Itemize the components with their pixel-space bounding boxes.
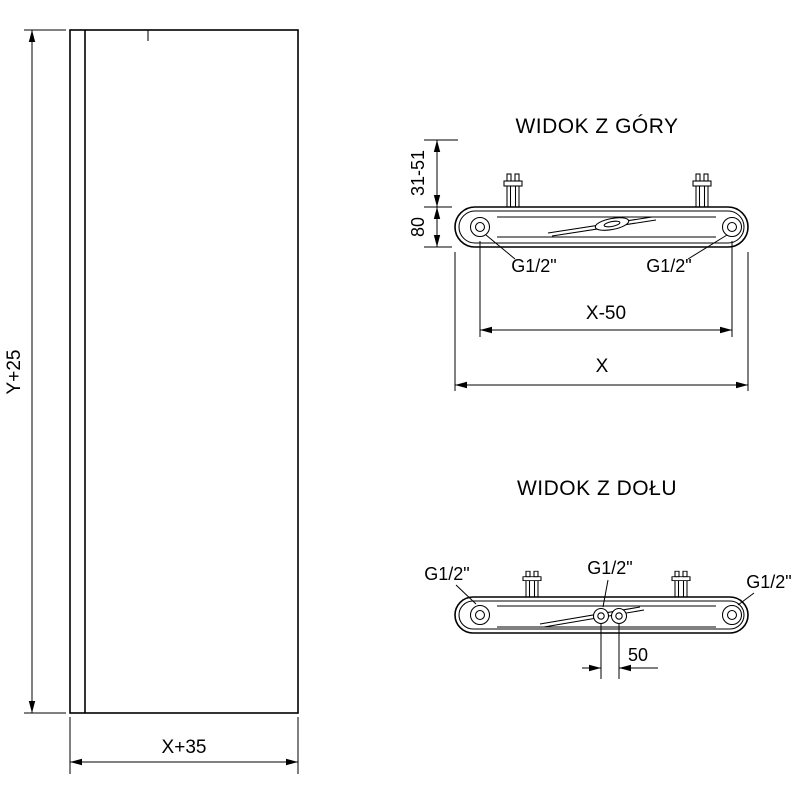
wall-distance-dimension: 31-51: [408, 139, 458, 207]
port-label-right: G1/2": [646, 234, 728, 276]
port-left-label: G1/2": [511, 256, 556, 276]
port-center-right-circle: [610, 607, 628, 625]
port-left-circle: [469, 604, 491, 626]
wall-bracket-right: [692, 173, 712, 208]
depth-dim-label: 80: [408, 217, 428, 237]
port-right-circle: [721, 604, 743, 626]
wall-distance-dim-label: 31-51: [408, 150, 428, 196]
port-right-label: G1/2": [646, 256, 691, 276]
center-spacing-dim-label: 50: [628, 645, 648, 665]
bottom-view-body: [454, 570, 749, 634]
total-width-dimension: X: [454, 252, 749, 391]
top-view-title: WIDOK Z GÓRY: [515, 115, 678, 138]
port-label-left: G1/2": [485, 234, 557, 276]
port-center-label: G1/2": [587, 558, 632, 578]
port-right-label: G1/2": [746, 572, 791, 592]
port-spacing-dimension: X-50: [479, 241, 733, 337]
port-label-center: G1/2": [587, 558, 633, 608]
port-spacing-dim-label: X-50: [586, 303, 626, 324]
front-height-dimension: Y+25: [4, 29, 66, 714]
total-width-dim-label: X: [596, 356, 609, 377]
radiator-top-inner-contour: [458, 210, 745, 244]
front-width-dim-label: X+35: [162, 737, 207, 758]
wall-bracket-left: [522, 570, 542, 598]
wall-bracket-left: [503, 173, 523, 208]
port-label-left: G1/2": [424, 564, 477, 605]
bottom-view-title: WIDOK Z DOŁU: [517, 477, 677, 500]
port-right-circle: [721, 216, 743, 238]
radiator-top-outline: [454, 206, 749, 248]
top-view: WIDOK Z GÓRY 31-51: [408, 115, 749, 391]
front-height-dim-label: Y+25: [4, 350, 25, 395]
bracket-slot: [594, 217, 630, 231]
bottom-view: WIDOK Z DOŁU G1/2" G1/2": [424, 477, 792, 679]
port-center-left-circle: [592, 607, 610, 625]
port-left-circle: [469, 216, 491, 238]
port-label-right: G1/2": [737, 572, 792, 606]
top-view-body: [454, 173, 749, 248]
port-left-label: G1/2": [424, 564, 469, 584]
depth-dimension: 80: [408, 206, 452, 248]
front-width-dimension: X+35: [69, 717, 299, 774]
wall-bracket-right: [671, 570, 691, 598]
radiator-front-outline: [69, 29, 299, 714]
center-spacing-dimension: 50: [582, 624, 658, 679]
front-view: Y+25 X+35: [4, 29, 299, 774]
